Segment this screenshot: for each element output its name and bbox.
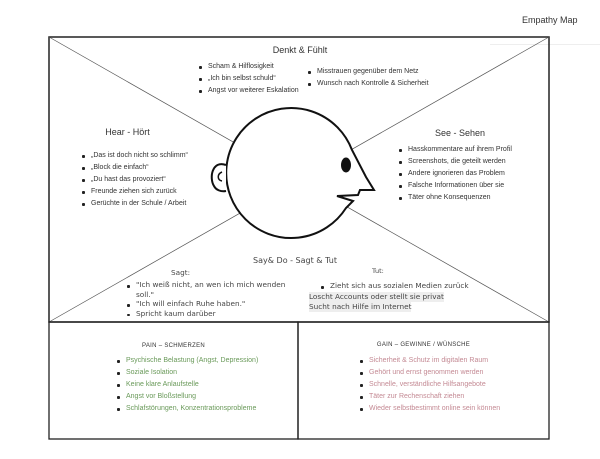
- list-item: Psychische Belastung (Angst, Depression): [116, 355, 258, 367]
- do-label: Tut:: [372, 267, 384, 275]
- hear-list: „Das ist doch nicht so schlimm“ „Block d…: [79, 150, 188, 210]
- say-label: Sagt:: [171, 268, 191, 277]
- list-item: Hasskommentare auf ihrem Profil: [399, 144, 512, 156]
- list-item: Wieder selbstbestimmt online sein können: [359, 403, 500, 415]
- head-icon: [210, 107, 376, 239]
- eye-icon: [341, 157, 351, 173]
- list-item: Täter ohne Konsequenzen: [399, 192, 512, 204]
- do-list: Zieht sich aus sozialen Medien zurück: [318, 281, 469, 291]
- list-item: Keine klare Anlaufstelle: [116, 379, 258, 391]
- hear-title: Hear - Hört: [105, 127, 150, 137]
- list-item: Angst vor weiterer Eskalation: [199, 85, 299, 97]
- list-item: Falsche Informationen über sie: [399, 180, 512, 192]
- say-do-title: Say& Do - Sagt & Tut: [253, 256, 337, 265]
- list-item: Angst vor Bloßstellung: [116, 391, 258, 403]
- gain-box: [297, 321, 550, 440]
- list-item: Soziale Isolation: [116, 367, 258, 379]
- see-list: Hasskommentare auf ihrem Profil Screensh…: [396, 144, 512, 204]
- do-line: Sucht nach Hilfe im Internet: [309, 302, 412, 312]
- gain-list: Sicherheit & Schutz im digitalen Raum Ge…: [357, 355, 500, 415]
- think-feel-title: Denkt & Fühlt: [272, 45, 328, 55]
- list-item: „Das ist doch nicht so schlimm“: [82, 150, 188, 162]
- list-item: Spricht kaum darüber: [127, 309, 286, 319]
- list-item: Sicherheit & Schutz im digitalen Raum: [359, 355, 500, 367]
- app-title: Empathy Map: [522, 15, 578, 25]
- gain-title: GAIN – GEWINNE / WÜNSCHE: [376, 342, 471, 348]
- do-line: Loscht Accounts oder stellt sie privat: [309, 292, 444, 302]
- list-item: Schlafstörungen, Konzentrationsprobleme: [116, 403, 258, 415]
- list-item: Gehört und ernst genommen werden: [359, 367, 500, 379]
- pain-list: Psychische Belastung (Angst, Depression)…: [114, 355, 258, 415]
- list-item: "Ich weiß nicht, an wen ich mich wenden …: [127, 280, 286, 299]
- list-item: Wunsch nach Kontrolle & Sicherheit: [308, 78, 429, 90]
- say-list: "Ich weiß nicht, an wen ich mich wenden …: [124, 280, 286, 318]
- list-item: Zieht sich aus sozialen Medien zurück: [321, 281, 469, 290]
- see-title: See - Sehen: [434, 128, 486, 138]
- think-feel-list-1: Scham & Hilflosigkeit „Ich bin selbst sc…: [196, 61, 299, 97]
- list-item: „Du hast das provoziert“: [82, 174, 188, 186]
- pain-title: PAIN – SCHMERZEN: [141, 343, 206, 349]
- list-item: Scham & Hilflosigkeit: [199, 61, 299, 73]
- list-item: Misstrauen gegenüber dem Netz: [308, 66, 429, 78]
- list-item: Gerüchte in der Schule / Arbeit: [82, 198, 188, 210]
- list-item: "Ich will einfach Ruhe haben.": [127, 299, 286, 309]
- list-item: Täter zur Rechenschaft ziehen: [359, 391, 500, 403]
- list-item: Freunde ziehen sich zurück: [82, 186, 188, 198]
- think-feel-list-2: Misstrauen gegenüber dem Netz Wunsch nac…: [305, 66, 429, 90]
- list-item: „Block die einfach“: [82, 162, 188, 174]
- list-item: Schnelle, verständliche Hilfsangebote: [359, 379, 500, 391]
- list-item: „Ich bin selbst schuld“: [199, 73, 299, 85]
- top-bar: [490, 0, 600, 45]
- list-item: Screenshots, die geteilt werden: [399, 156, 512, 168]
- list-item: Andere ignorieren das Problem: [399, 168, 512, 180]
